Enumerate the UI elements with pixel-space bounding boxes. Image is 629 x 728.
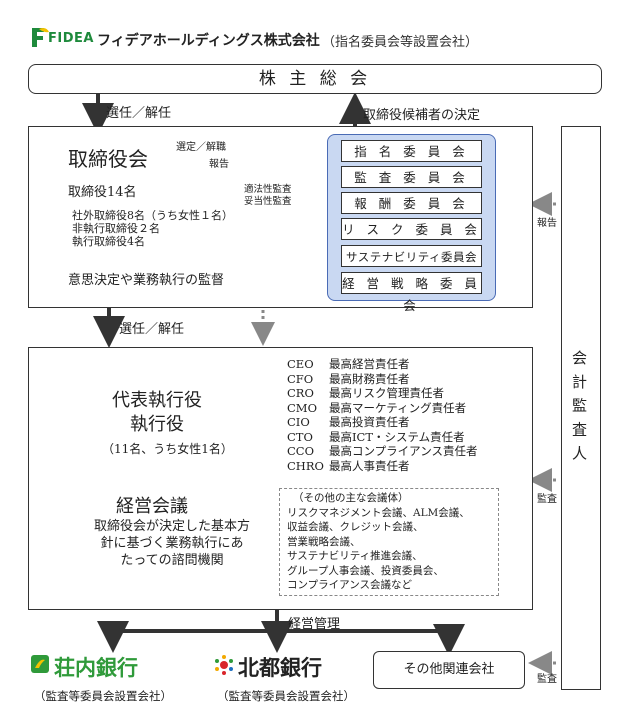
- board-composition: 社外取締役8名（うち女性１名） 非執行取締役２名 執行取締役4名: [72, 209, 233, 248]
- role-code: CHRO: [287, 458, 324, 473]
- company-name: フィデアホールディングス株式会社: [97, 33, 320, 49]
- label-select-dismiss: 選定／解職: [176, 142, 226, 153]
- label-auditor-audit-1: 監査: [537, 494, 557, 505]
- mgmt-desc-line: 針に基づく業務執行にあ: [100, 536, 244, 551]
- auditor-label: 会 計 監 査 人: [570, 350, 588, 463]
- board-title: 取締役会: [68, 147, 148, 171]
- role-row: CEO 最高経営責任者: [287, 357, 477, 372]
- shareholders-meeting-label: 株 主 総 会: [258, 69, 372, 89]
- executives-box: [28, 347, 533, 610]
- label-appoint-dismiss-mid: 選任／解任: [119, 322, 185, 337]
- board-role: 意思決定や業務執行の監督: [68, 273, 225, 288]
- fidea-logo-text: FIDEA: [48, 31, 94, 46]
- committee-compensation: 報 酬 委 員 会: [341, 192, 482, 214]
- role-code: CMO: [287, 400, 318, 415]
- label-business-management: 経営管理: [288, 617, 341, 632]
- shonai-logo: [30, 654, 50, 674]
- role-row: CRO 最高リスク管理責任者: [287, 386, 477, 401]
- committee-nomination: 指 名 委 員 会: [341, 140, 482, 162]
- mgmt-desc-line: 取締役会が決定した基本方: [93, 519, 250, 534]
- other-affiliates-label: その他関連会社: [403, 662, 495, 677]
- role-row: CFO 最高財務責任者: [287, 372, 477, 387]
- label-auditor-report: 報告: [537, 218, 557, 229]
- role-name: 最高マーケティング責任者: [329, 400, 467, 415]
- exec-title-rep: 代表執行役: [112, 390, 202, 411]
- composition-outside: 社外取締役8名（うち女性１名）: [72, 209, 233, 222]
- board-count: 取締役14名: [68, 185, 137, 200]
- role-code: CFO: [287, 371, 314, 386]
- role-row: CCO 最高コンプライアンス責任者: [287, 444, 477, 459]
- other-meeting-line: 収益会議、クレジット会議、: [287, 521, 424, 533]
- role-code: CCO: [287, 444, 315, 458]
- label-auditor-audit-2: 監査: [537, 674, 557, 685]
- role-name: 最高コンプライアンス責任者: [329, 444, 478, 458]
- other-meeting-line: サステナビリティ推進会議、: [287, 550, 423, 562]
- composition-exec: 執行取締役4名: [72, 235, 145, 248]
- mgmt-desc-line: たっての諮問機関: [120, 553, 224, 568]
- other-meetings-title: （その他の主な会議体）: [293, 492, 409, 504]
- shonai-bank-note: （監査等委員会設置会社）: [34, 689, 172, 703]
- exec-roles: CEO 最高経営責任者 CFO 最高財務責任者 CRO 最高リスク管理責任者 CMO 最…: [287, 357, 477, 473]
- role-name: 最高ICT・システム責任者: [329, 429, 465, 444]
- committee-sustainability: サステナビリティ委員会: [341, 245, 482, 267]
- mgmt-meeting-desc: 取締役会が決定した基本方 針に基づく業務執行にあ たっての諮問機関: [76, 518, 268, 569]
- committee-strategy: 経 営 戦 略 委 員 会: [341, 272, 482, 313]
- hokuto-logo: [213, 654, 235, 676]
- committee-risk: リ ス ク 委 員 会: [341, 218, 482, 240]
- role-code: CTO: [287, 429, 313, 444]
- other-meetings-box: [279, 488, 499, 596]
- role-row: CIO 最高投資責任者: [287, 415, 477, 430]
- role-name: 最高人事責任者: [329, 458, 410, 473]
- label-director-candidates: 取締役候補者の決定: [363, 108, 481, 123]
- role-name: 最高財務責任者: [329, 371, 410, 386]
- other-meeting-line: グループ人事会議、投資委員会、: [287, 564, 444, 577]
- hokuto-bank-name: 北都銀行: [238, 656, 322, 680]
- label-report: 報告: [209, 159, 229, 170]
- composition-nonexec: 非執行取締役２名: [72, 222, 160, 235]
- role-row: CMO 最高マーケティング責任者: [287, 401, 477, 416]
- other-meeting-line: リスクマネジメント会議、ALM会議、: [287, 506, 470, 519]
- role-name: 最高投資責任者: [329, 415, 410, 429]
- auditor-box: [561, 126, 601, 690]
- other-meetings: （その他の主な会議体） リスクマネジメント会議、ALM会議、 収益会議、クレジッ…: [287, 491, 470, 593]
- label-validity-audit: 妥当性監査: [244, 196, 292, 207]
- shonai-bank-name: 荘内銀行: [54, 656, 138, 680]
- exec-title: 執行役: [130, 414, 184, 435]
- label-legality-audit: 適法性監査: [244, 184, 292, 195]
- shareholders-meeting-box: 株 主 総 会: [28, 64, 602, 94]
- committee-audit: 監 査 委 員 会: [341, 166, 482, 188]
- label-audit: 適法性監査 妥当性監査: [244, 184, 292, 208]
- exec-count: （11名、うち女性1名）: [102, 442, 233, 456]
- role-row: CTO 最高ICT・システム責任者: [287, 430, 477, 445]
- role-row: CHRO 最高人事責任者: [287, 459, 477, 474]
- hokuto-bank-note: （監査等委員会設置会社）: [217, 689, 355, 703]
- company-type: （指名委員会等設置会社）: [322, 35, 479, 50]
- other-meeting-line: コンプライアンス会議など: [287, 579, 413, 591]
- role-code: CIO: [287, 415, 310, 429]
- label-appoint-dismiss-top: 選任／解任: [106, 106, 172, 121]
- role-name: 最高経営責任者: [329, 357, 410, 371]
- role-code: CRO: [287, 386, 314, 400]
- other-affiliates-box: その他関連会社: [373, 651, 525, 689]
- other-meeting-line: 営業戦略会議、: [287, 535, 361, 548]
- mgmt-meeting-title: 経営会議: [116, 496, 188, 517]
- role-name: 最高リスク管理責任者: [329, 386, 444, 400]
- fidea-logo: FIDEA: [30, 26, 94, 48]
- role-code: CEO: [287, 357, 314, 371]
